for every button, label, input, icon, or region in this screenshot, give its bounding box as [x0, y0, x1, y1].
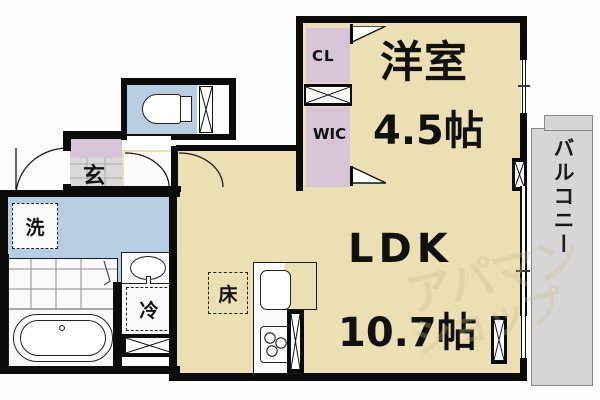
- wall-toilet-top: [121, 78, 236, 85]
- bedroom-area: 4.5帖: [373, 108, 484, 154]
- ldk-balcony-door[interactable]: [521, 186, 526, 358]
- wall-corridor-top: [236, 145, 302, 151]
- balcony-label: バルコニー: [551, 137, 575, 257]
- wall-ldk-right-lower: [520, 358, 527, 380]
- balcony-floor: [531, 128, 593, 386]
- entrance-door-arc[interactable]: [14, 146, 69, 197]
- kitchen-window[interactable]: [290, 313, 301, 370]
- fridge-marker: 冷: [126, 287, 172, 331]
- wall-bath-right: [113, 282, 122, 374]
- ldk-name: LDK: [348, 226, 453, 272]
- wall-bottom-outer: [0, 366, 180, 374]
- closet-wic-floor: [306, 107, 350, 187]
- cl-wic-door-symbol: [305, 86, 351, 104]
- kitchen-sink: [260, 270, 291, 310]
- bathtub-drain: [59, 325, 65, 331]
- entrance-label: 玄: [83, 164, 106, 189]
- hall-door-arc-1[interactable]: [124, 152, 170, 188]
- wall-bedroom-top: [296, 16, 527, 23]
- bathtub-inner: [20, 320, 106, 356]
- wall-toilet-bottom: [121, 134, 236, 140]
- bedroom-window-sw[interactable]: [514, 161, 525, 188]
- closet-wic-label: WIC: [313, 125, 347, 143]
- wall-toilet-right: [229, 78, 236, 140]
- wall-ldk-bottom: [169, 373, 527, 381]
- washer-marker: 洗: [12, 203, 58, 249]
- ldk-area: 10.7帖: [338, 310, 477, 356]
- wall-washroom-top: [0, 190, 180, 197]
- toilet-door-panel[interactable]: [127, 136, 171, 150]
- hall-door-jamb-mid: [171, 146, 178, 190]
- shoe-cabinet: [70, 138, 122, 158]
- wall-left-outer: [0, 190, 8, 372]
- bedroom-door-bottom-icon: [351, 165, 387, 184]
- bedroom-name: 洋室: [380, 38, 468, 88]
- bedroom-door-jamb-top: [350, 24, 353, 44]
- wall-bedroom-right-lower: [520, 113, 527, 158]
- floor-storage-marker: 床: [208, 272, 248, 314]
- kitchen-stove: [260, 326, 291, 363]
- floor-storage-label: 床: [218, 283, 238, 306]
- wall-entrance-left: [63, 131, 71, 151]
- bathroom-tile-grid: [9, 259, 117, 311]
- hall-door-arc-2[interactable]: [178, 152, 224, 188]
- fridge-window[interactable]: [125, 337, 174, 354]
- wall-bath-top: [0, 254, 9, 264]
- ldk-window-s[interactable]: [493, 319, 505, 361]
- bedroom-door-top-icon: [351, 25, 387, 44]
- toilet-bowl: [142, 94, 182, 124]
- washer-label: 洗: [25, 216, 45, 239]
- closet-cl-label: CL: [312, 47, 335, 65]
- wall-bedroom-left: [296, 16, 303, 191]
- wall-entrance-top: [63, 131, 123, 139]
- wall-hall-bottom: [63, 186, 181, 192]
- wall-fridge-right: [169, 282, 177, 374]
- wall-mid-vertical: [296, 146, 303, 191]
- wall-toilet-left: [121, 78, 127, 140]
- balcony-floor-upper: [544, 115, 593, 131]
- ldk-balcony-door-mullion: [516, 270, 530, 272]
- bedroom-door-jamb-bottom: [350, 166, 353, 186]
- bedroom-window-mullion: [518, 85, 530, 87]
- fridge-label: 冷: [139, 299, 159, 322]
- closet-cl-floor: [306, 28, 350, 83]
- toilet-tank: [180, 96, 192, 122]
- ldk-floor: [176, 186, 521, 373]
- toilet-window[interactable]: [199, 86, 213, 133]
- wall-bedroom-right-upper: [520, 16, 527, 60]
- wall-washroom-right: [169, 190, 177, 286]
